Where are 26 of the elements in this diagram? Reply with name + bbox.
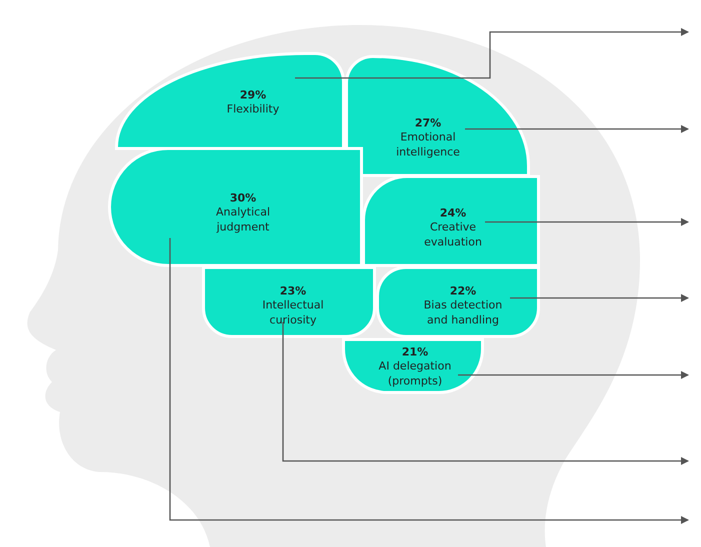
percentage-value: 29% [238, 88, 268, 103]
skill-label: Bias detection and handling [422, 298, 504, 328]
leader-arrow [485, 218, 689, 226]
percentage-value: 24% [438, 206, 468, 221]
leader-arrow [458, 371, 689, 379]
percentage-value: 30% [228, 192, 258, 206]
percentage-value: 22% [448, 284, 478, 299]
leader-arrow [465, 125, 689, 133]
percentage-value: 23% [278, 284, 308, 299]
leader-arrow [295, 28, 689, 79]
brain-region [376, 266, 540, 338]
brain-region [108, 147, 363, 267]
leader-arrow [282, 322, 689, 465]
brain-region [362, 175, 540, 267]
leader-arrow [510, 294, 689, 302]
percentage-value: 27% [414, 116, 442, 131]
skill-label: Flexibility [226, 103, 280, 118]
skill-label: Creative evaluation [423, 220, 483, 250]
leader-arrow [169, 238, 689, 524]
brain-region [342, 338, 484, 394]
percentage-value: 21% [400, 346, 430, 360]
skill-label: Intellectual curiosity [261, 298, 325, 328]
skill-label: AI delegation (prompts) [378, 360, 452, 388]
brain-region [202, 266, 376, 338]
skill-label: Analytical judgment [214, 206, 272, 234]
skill-label: Emotional intelligence [395, 130, 461, 160]
